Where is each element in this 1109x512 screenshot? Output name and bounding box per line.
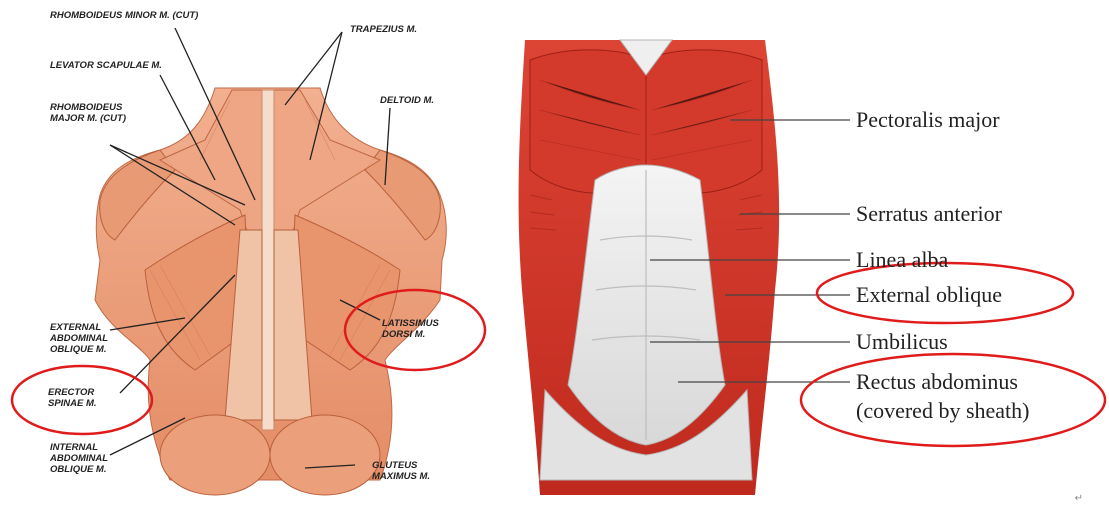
anterior-muscle-figure: Pectoralis major Serratus anterior Linea… (500, 0, 1109, 512)
anterior-illustration (500, 0, 1109, 512)
back-gluteus-left (160, 415, 270, 495)
back-spine (262, 90, 274, 430)
label-levator-scapulae: LEVATOR SCAPULAE M. (50, 60, 162, 71)
posterior-muscle-figure: RHOMBOIDEUS MINOR M. (CUT) TRAPEZIUS M. … (0, 0, 500, 512)
label-erector-spinae: ERECTOR SPINAE M. (48, 387, 97, 409)
label-deltoid: DELTOID M. (380, 95, 434, 106)
label-gluteus-maximus: GLUTEUS MAXIMUS M. (372, 460, 430, 482)
label-internal-oblique: INTERNAL ABDOMINAL OBLIQUE M. (50, 442, 108, 475)
label-external-oblique-front: External oblique (856, 282, 1002, 308)
label-rhomboideus-minor: RHOMBOIDEUS MINOR M. (CUT) (50, 10, 198, 21)
label-serratus-anterior: Serratus anterior (856, 201, 1002, 227)
label-external-oblique-back: EXTERNAL ABDOMINAL OBLIQUE M. (50, 322, 108, 355)
posterior-illustration (0, 0, 500, 512)
label-pectoralis-major: Pectoralis major (856, 107, 1000, 133)
label-latissimus-dorsi: LATISSIMUS DORSI M. (382, 318, 439, 340)
back-gluteus-right (270, 415, 380, 495)
label-rectus-sheath-note: (covered by sheath) (856, 398, 1029, 424)
label-rectus-abdominus: Rectus abdominus (856, 369, 1018, 395)
return-mark: ↵ (1075, 493, 1083, 504)
label-linea-alba: Linea alba (856, 247, 948, 273)
label-rhomboideus-major: RHOMBOIDEUS MAJOR M. (CUT) (50, 102, 126, 124)
label-umbilicus: Umbilicus (856, 329, 948, 355)
label-trapezius: TRAPEZIUS M. (350, 24, 417, 35)
